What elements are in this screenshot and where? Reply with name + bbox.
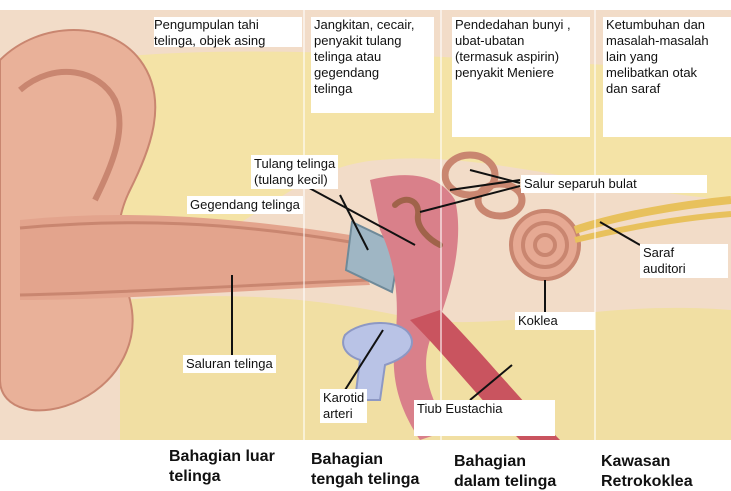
problem-outer-ear: Pengumpulan tahi telinga, objek asing (154, 17, 302, 47)
problem-middle-ear: Jangkitan, cecair, penyakit tulang telin… (311, 17, 434, 113)
label-eardrum: Gegendang telinga (187, 196, 303, 214)
label-eustachian-tube: Tiub Eustachia (414, 400, 555, 436)
divider-inner-retro (594, 10, 596, 440)
section-outer-ear: Bahagian luar telinga (169, 447, 275, 487)
section-inner-ear: Bahagian dalam telinga (454, 452, 556, 491)
label-ossicles: Tulang telinga (tulang kecil) (251, 155, 338, 189)
problem-inner-ear: Pendedahan bunyi , ubat-ubatan (termasuk… (452, 17, 590, 137)
label-auditory-nerve: Saraf auditori (640, 244, 728, 278)
section-middle-ear: Bahagian tengah telinga (311, 450, 419, 490)
section-retrocochlear: Kawasan Retrokoklea (601, 452, 693, 491)
label-ear-canal: Saluran telinga (183, 355, 276, 373)
label-cochlea: Koklea (515, 312, 595, 330)
divider-outer-middle (303, 10, 305, 440)
divider-middle-inner (440, 10, 442, 440)
problem-retrocochlear: Ketumbuhan dan masalah-masalah lain yang… (603, 17, 731, 137)
label-semicircular-canals: Salur separuh bulat (521, 175, 707, 193)
label-carotid-artery: Karotid arteri (320, 389, 367, 423)
